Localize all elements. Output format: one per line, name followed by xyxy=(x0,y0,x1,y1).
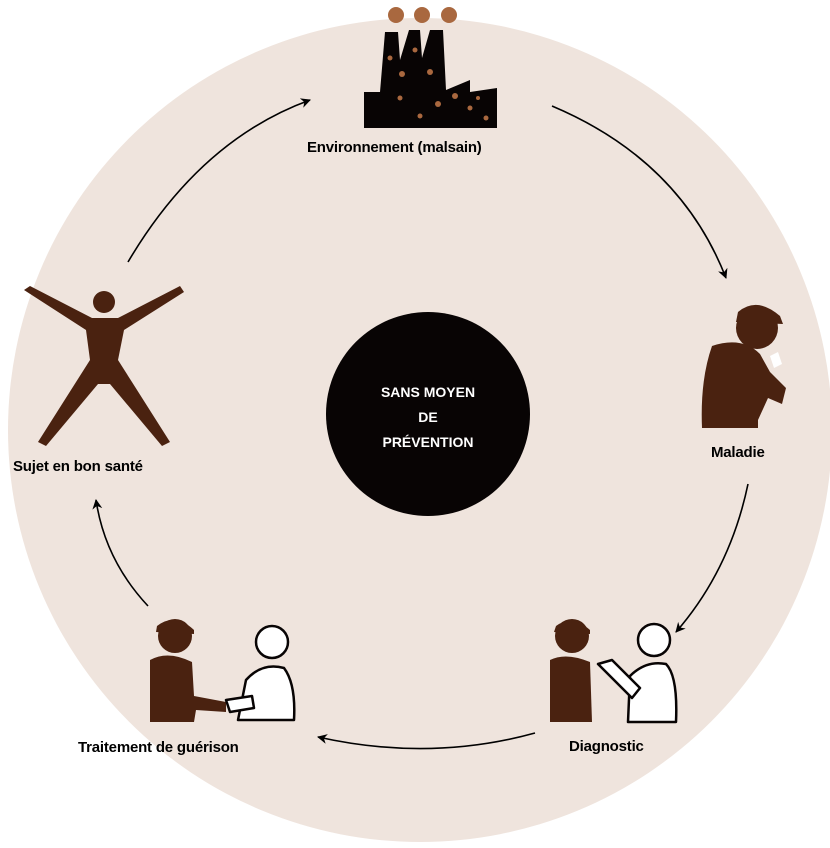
smoke-puff xyxy=(414,7,430,23)
handshake-doctor-patient-icon xyxy=(150,619,296,722)
center-circle xyxy=(326,312,530,516)
arrow-diagnostic-to-treatment xyxy=(317,732,536,750)
smoke-puff xyxy=(441,7,457,23)
smoke-puff xyxy=(388,7,404,23)
stage-label-environment: Environnement (malsain) xyxy=(307,139,482,156)
factory-icon xyxy=(364,7,497,128)
arrow-illness-to-diagnostic xyxy=(675,483,749,633)
arrow-health-to-environment xyxy=(127,98,311,263)
healthy-person-icon xyxy=(24,286,184,446)
center-label-line: SANS MOYEN xyxy=(380,384,476,400)
center-label-line: DE xyxy=(418,409,438,425)
center-label-line: PRÉVENTION xyxy=(382,434,474,450)
doctor-examining-patient-icon xyxy=(550,619,678,724)
center-label: SANS MOYEN DE PRÉVENTION xyxy=(330,380,526,455)
stage-label-diagnostic: Diagnostic xyxy=(569,738,644,755)
arrow-treatment-to-health xyxy=(92,499,149,607)
coughing-person-icon xyxy=(701,304,786,428)
stage-label-treatment: Traitement de guérison xyxy=(78,739,239,756)
arrow-environment-to-illness xyxy=(551,105,728,279)
stage-label-illness: Maladie xyxy=(711,444,765,461)
stage-label-healthy: Sujet en bon santé xyxy=(13,458,143,475)
